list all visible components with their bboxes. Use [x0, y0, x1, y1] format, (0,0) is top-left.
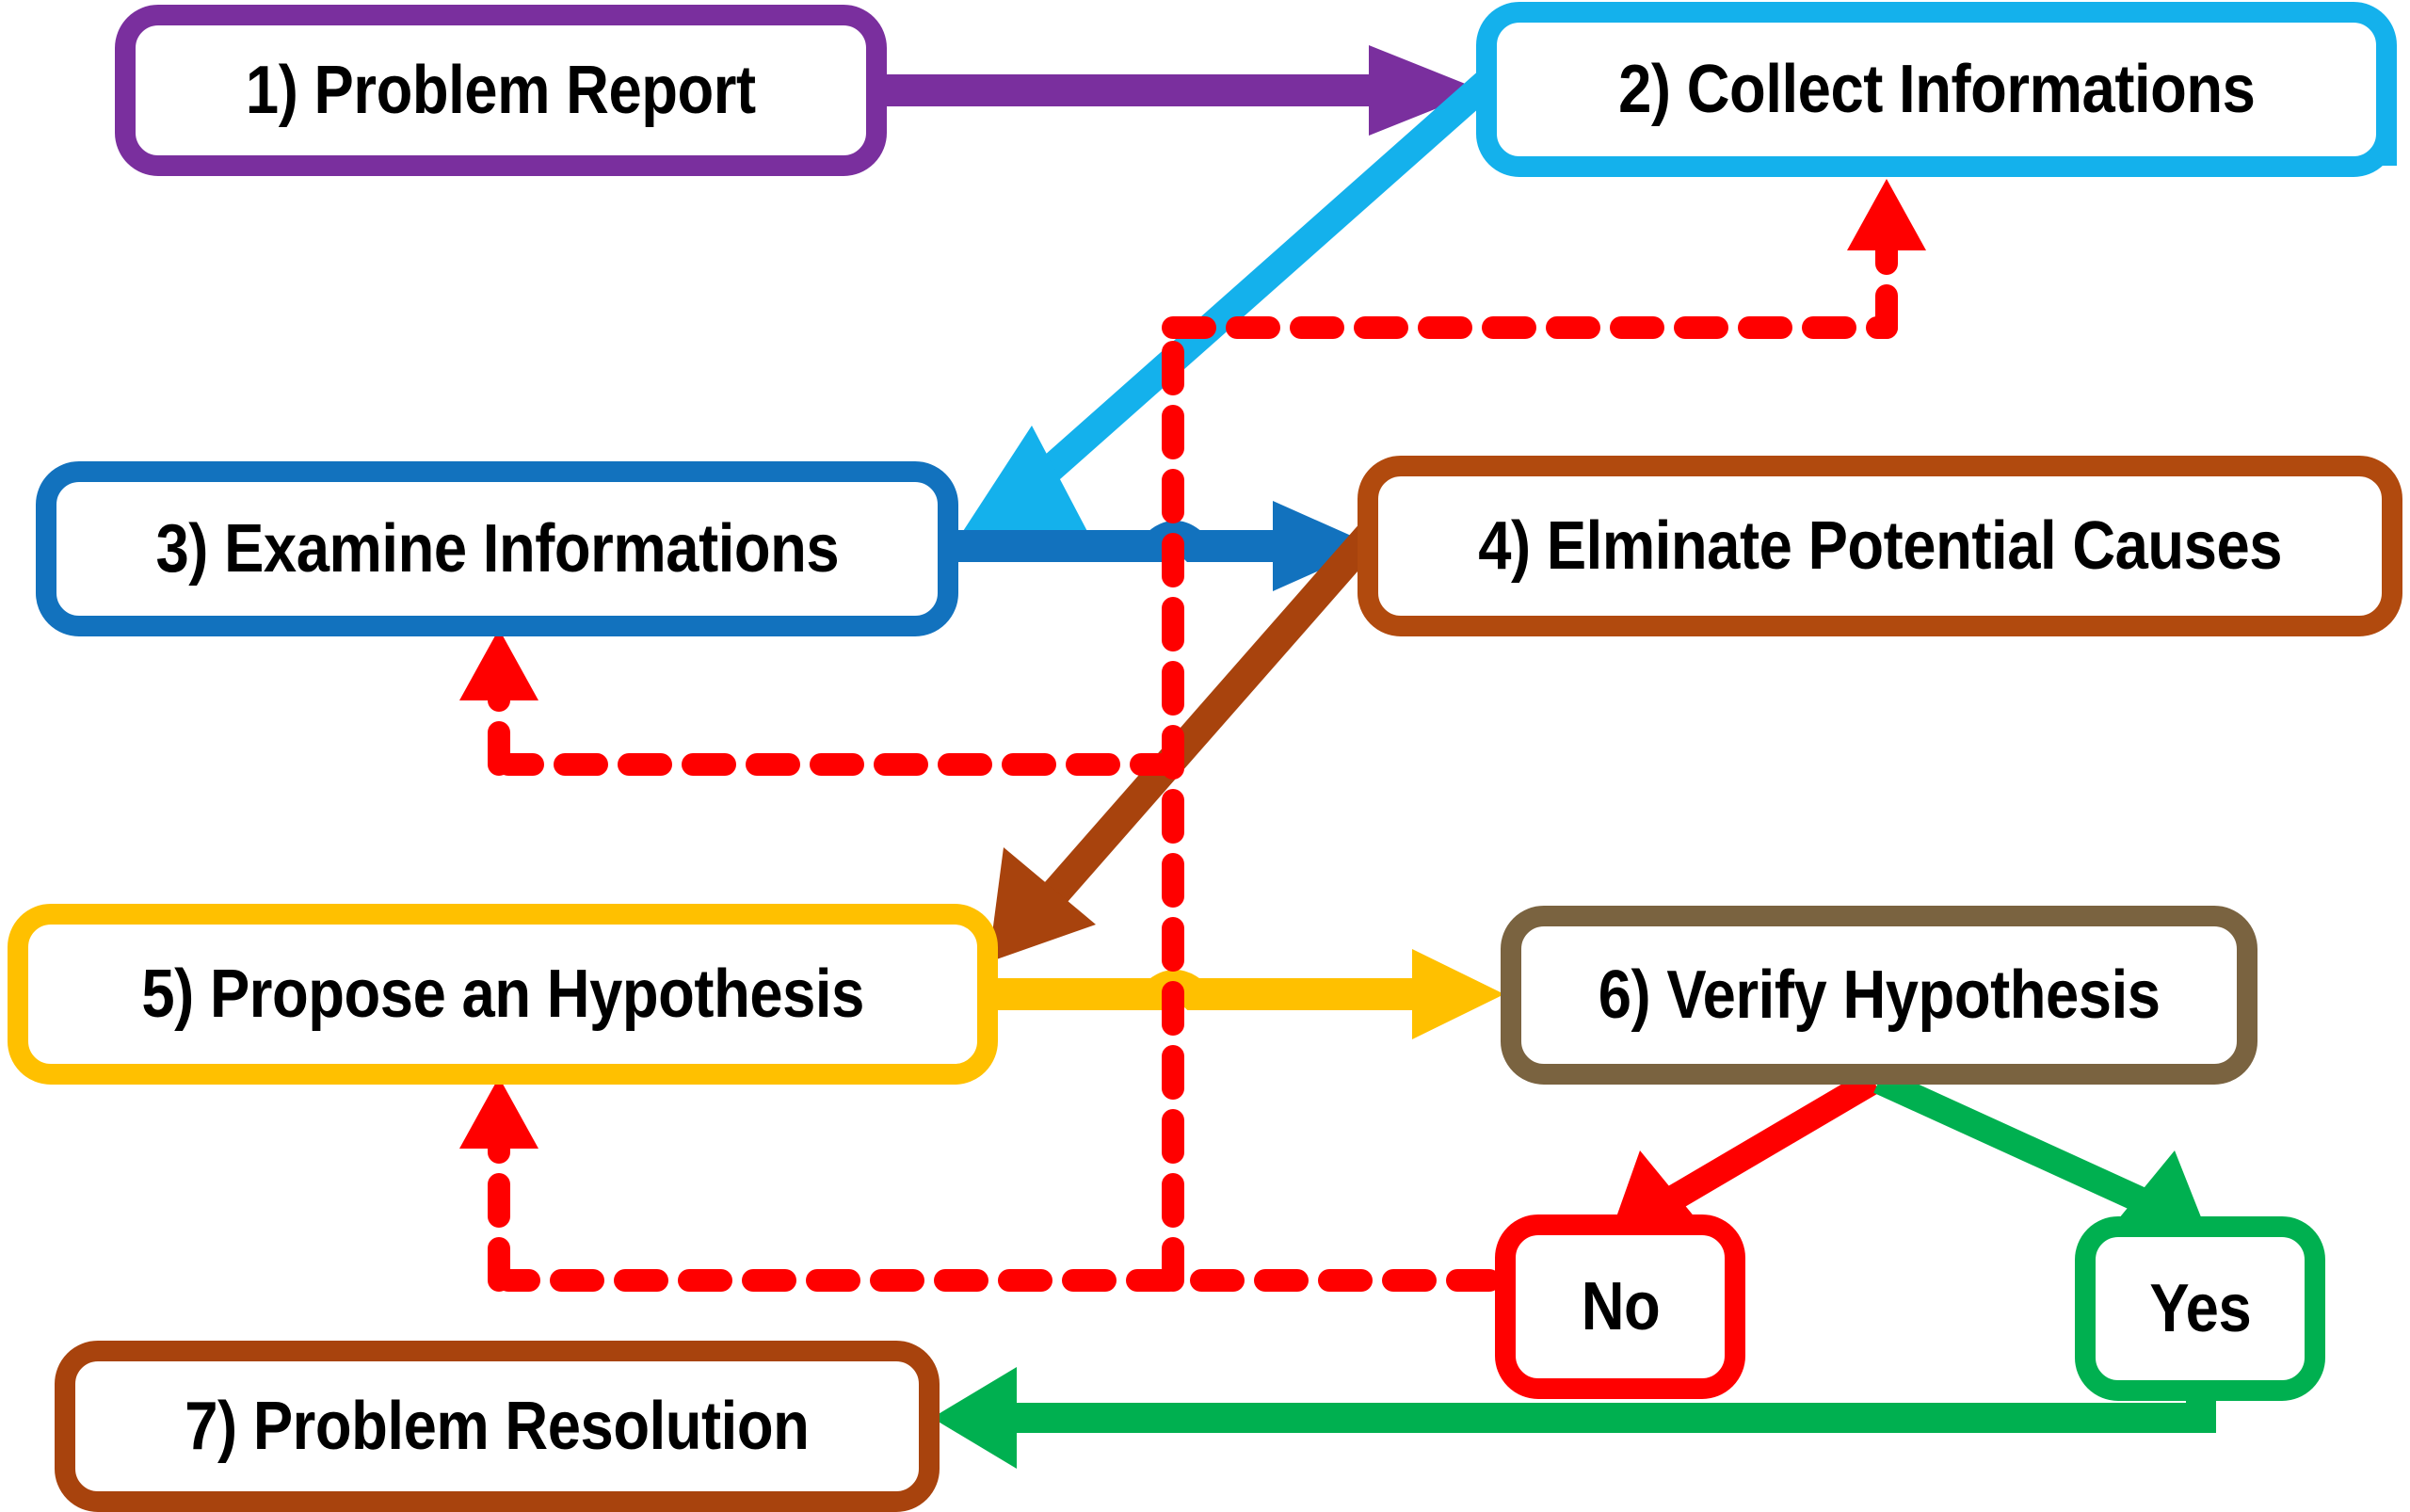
arrowhead-to-collect — [1847, 179, 1926, 250]
arrowhead-to-examine — [459, 629, 538, 700]
node-label-no: No — [1581, 1269, 1660, 1344]
node-problem-report[interactable]: 1) Problem Report — [115, 5, 887, 176]
node-label-propose-hypothesis: 5) Propose an Hypothesis — [141, 957, 864, 1032]
arrowhead-to-propose — [459, 1077, 538, 1149]
node-label-yes: Yes — [2149, 1271, 2251, 1346]
node-verify-hypothesis[interactable]: 6) Verify Hypothesis — [1501, 906, 2257, 1085]
node-decision-yes[interactable]: Yes — [2075, 1216, 2325, 1401]
edge-propose-to-verify — [998, 949, 1504, 1039]
node-propose-hypothesis[interactable]: 5) Propose an Hypothesis — [8, 904, 998, 1085]
node-label-collect-informations: 2) Collect Informations — [1617, 52, 2256, 127]
node-collect-informations[interactable]: 2) Collect Informations — [1476, 2, 2397, 177]
node-label-problem-resolution: 7) Problem Resolution — [185, 1389, 810, 1464]
node-eliminate-potential-causes[interactable]: 4) Elminate Potential Causes — [1358, 456, 2402, 636]
node-examine-informations[interactable]: 3) Examine Informations — [36, 461, 958, 636]
edge-problem-report-to-collect — [887, 45, 1482, 136]
node-label-verify-hypothesis: 6) Verify Hypothesis — [1598, 957, 2161, 1033]
node-label-problem-report: 1) Problem Report — [246, 53, 756, 128]
feedback-arrowheads — [459, 179, 1926, 1149]
edge-yes-to-resolution — [932, 1367, 2216, 1469]
node-label-eliminate-potential-causes: 4) Elminate Potential Causes — [1478, 508, 2282, 584]
node-decision-no[interactable]: No — [1495, 1214, 1745, 1399]
node-problem-resolution[interactable]: 7) Problem Resolution — [55, 1341, 940, 1512]
node-label-examine-informations: 3) Examine Informations — [155, 511, 839, 587]
edge-eliminate-to-propose — [988, 517, 1389, 962]
